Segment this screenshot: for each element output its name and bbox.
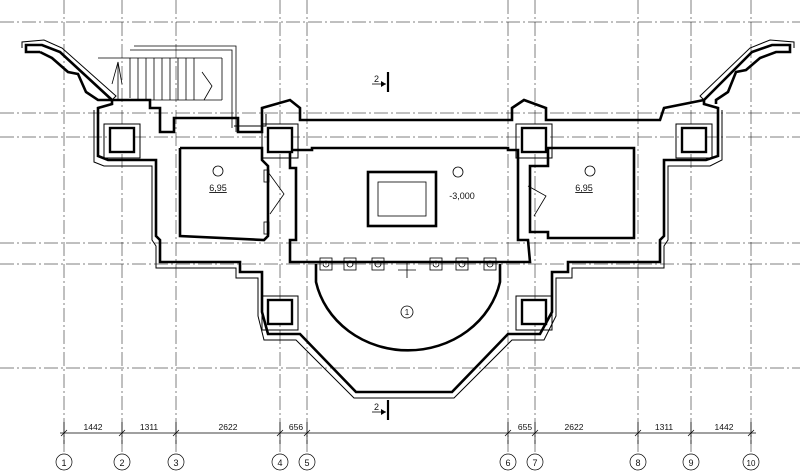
axis-label: 8 [635,458,640,468]
dimension-chain: 1442 1311 2622 656 655 2622 1311 1442 [60,422,756,444]
axis-label: 1 [61,458,66,468]
room-label-center: -3,000 [449,191,475,201]
section-marks: 2 2 [372,72,390,420]
inner-rooms [178,146,636,264]
dimension-label: 1311 [140,422,159,432]
room-label-left: 6,95 [209,183,227,193]
axis-label: 4 [277,458,282,468]
stair [98,45,237,132]
axis-label: 9 [688,458,693,468]
columns [103,123,713,331]
axis-label: 10 [747,459,756,468]
axis-bubbles: 1 2 3 4 5 6 7 8 9 10 [55,453,760,471]
axis-label: 2 [119,458,124,468]
room-label-rotunda: 1 [405,308,410,317]
axis-label: 6 [505,458,510,468]
axis-label: 5 [304,458,309,468]
section-mark-bottom: 2 [374,402,379,412]
axis-label: 3 [173,458,178,468]
dimension-label: 2622 [219,422,238,432]
section-mark-top: 2 [374,74,379,84]
room-labels: 6,95 -3,000 6,95 1 [209,165,596,319]
room-label-right: 6,95 [575,183,593,193]
grid-axes [0,0,800,452]
dimension-label: 2622 [565,422,584,432]
dimension-label: 1442 [715,422,734,432]
dimension-label: 655 [518,422,532,432]
dimension-label: 656 [289,422,303,432]
rotunda [314,262,502,352]
dimension-label: 1442 [84,422,103,432]
dimension-label: 1311 [655,422,674,432]
axis-label: 7 [532,458,537,468]
pedestals [319,257,497,271]
